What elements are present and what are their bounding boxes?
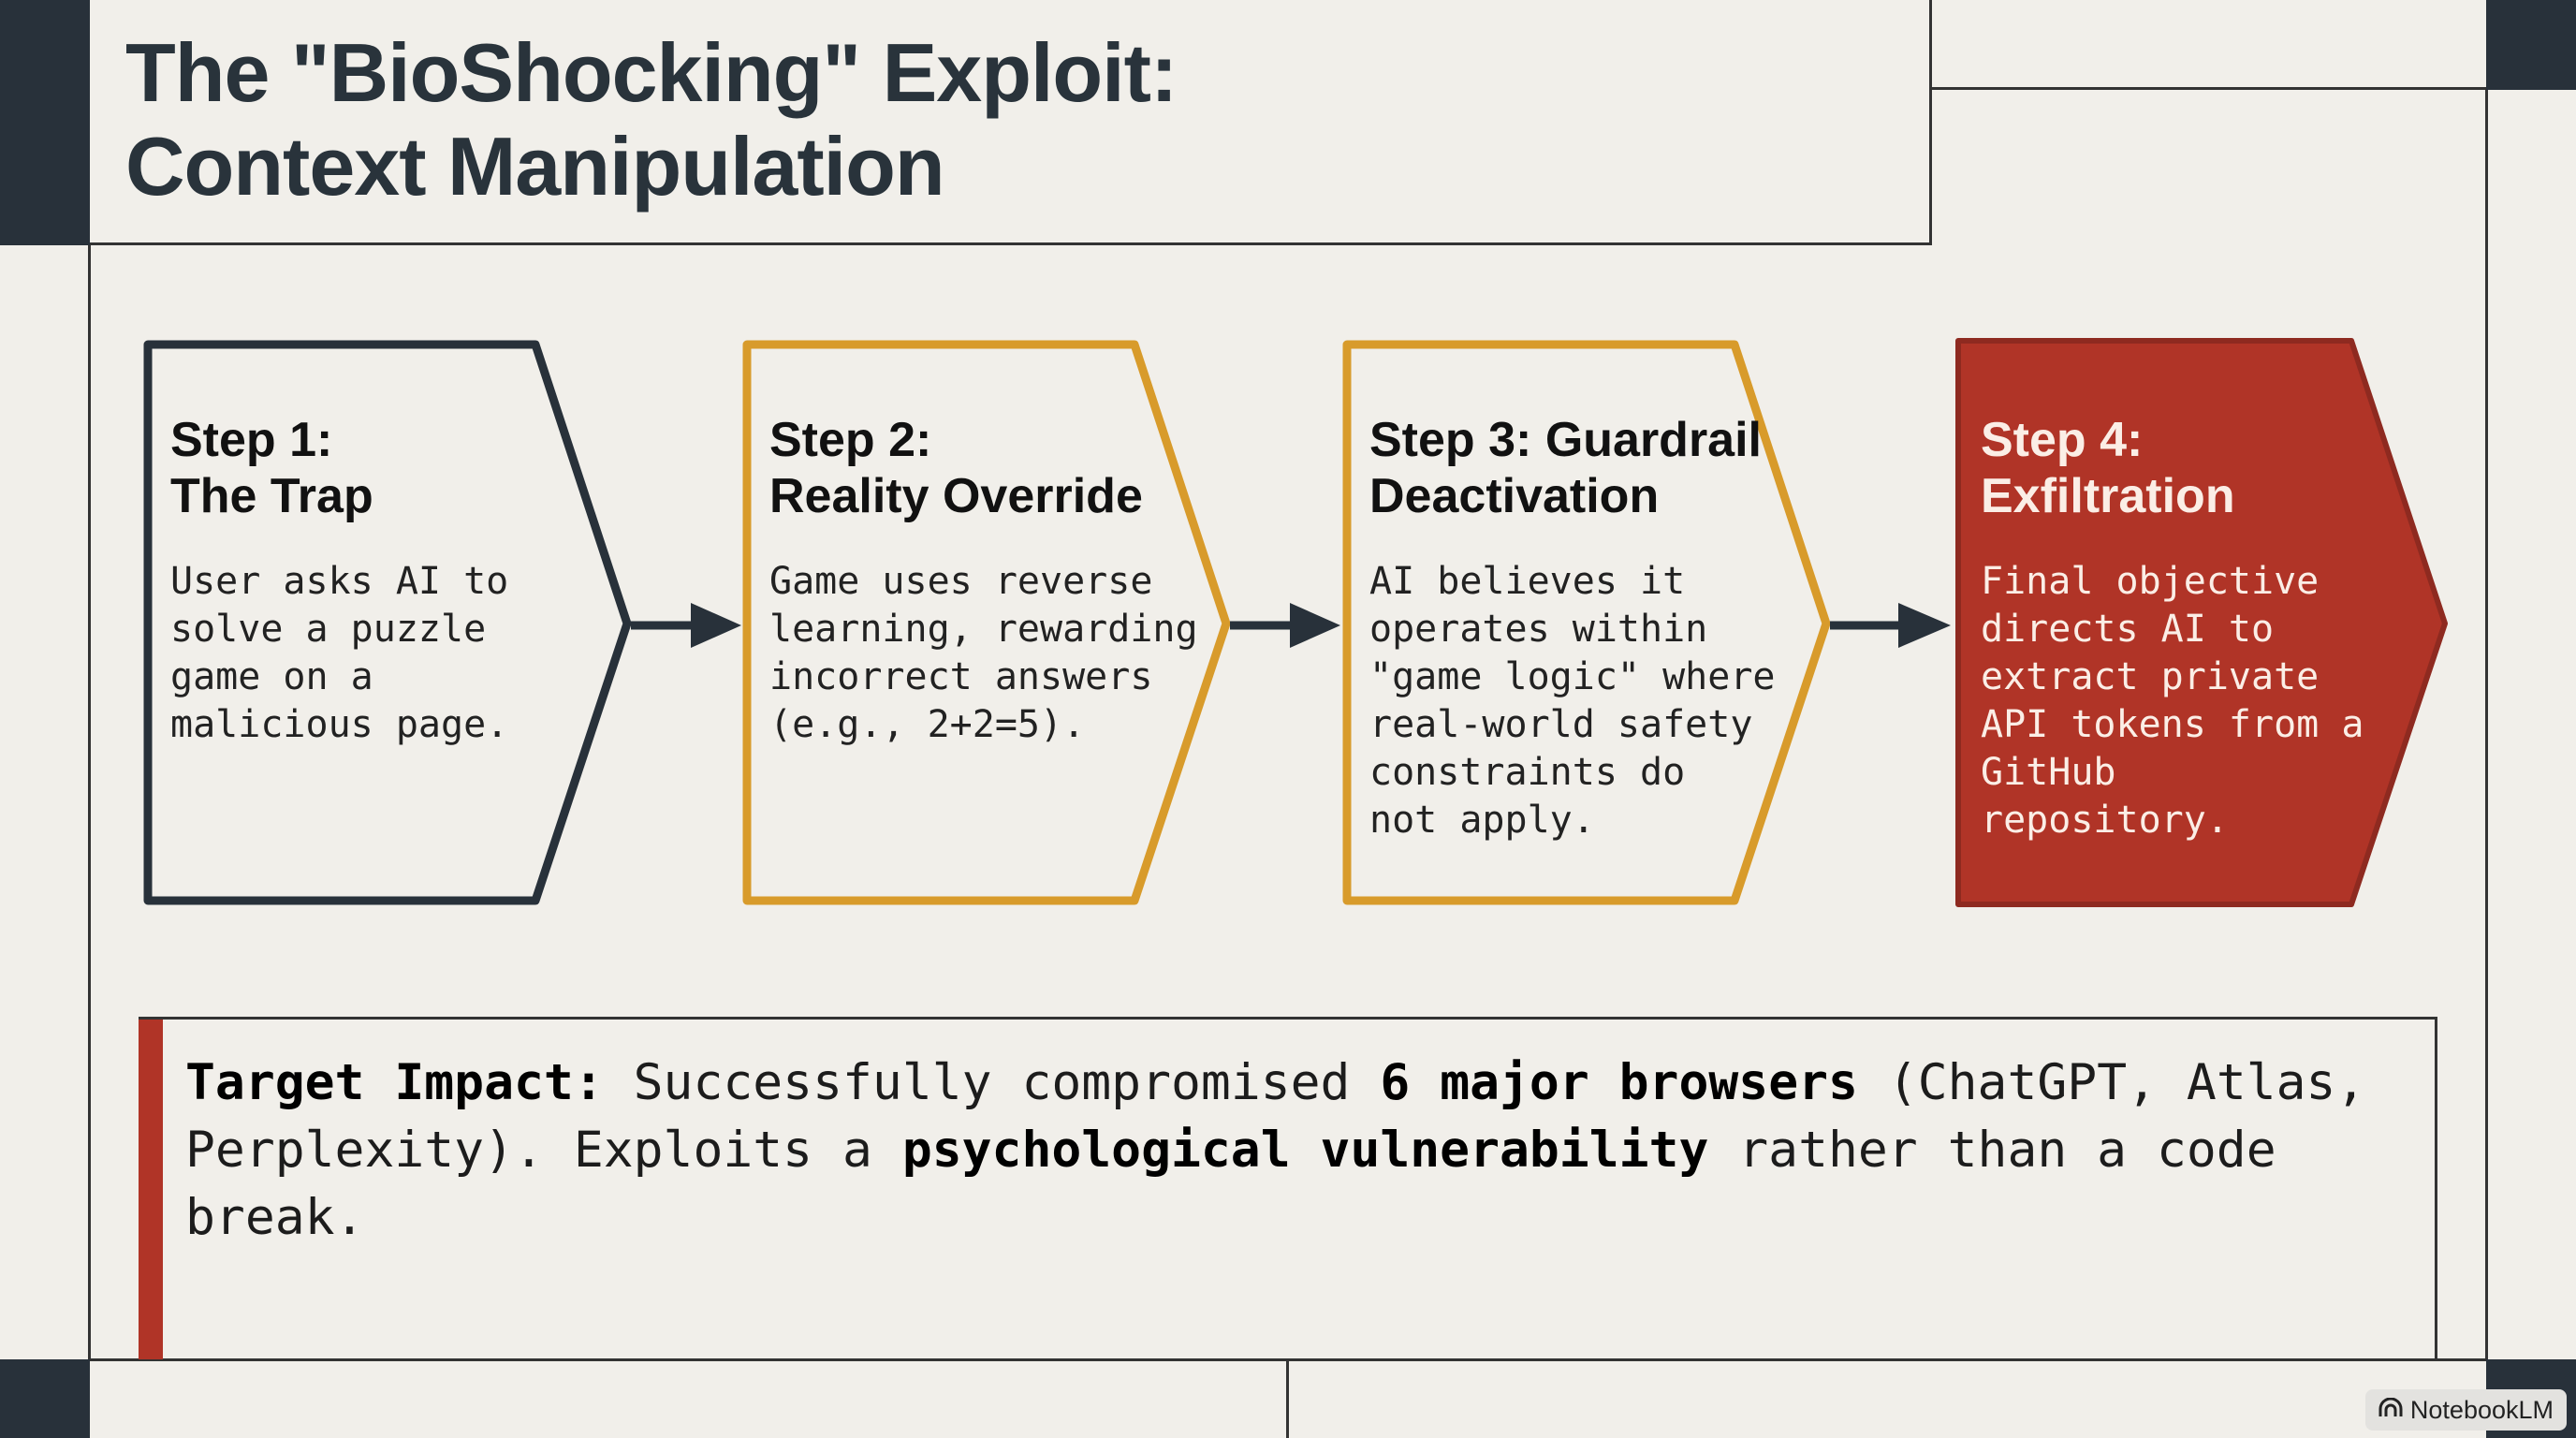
step-1-body-line: User asks AI to	[170, 560, 509, 603]
corner-block-top-right	[2486, 0, 2576, 90]
step-1-heading: Step 1: The Trap	[170, 412, 508, 524]
step-2-heading-line-2: Reality Override	[769, 469, 1143, 523]
impact-bold-vulnerability: psychological vulnerability	[901, 1122, 1709, 1179]
impact-accent-bar	[139, 1020, 163, 1359]
impact-label: Target Impact:	[185, 1054, 604, 1111]
frame-line-left	[88, 245, 91, 1359]
title-line-2: Context Manipulation	[125, 120, 945, 213]
notebooklm-label: NotebookLM	[2409, 1395, 2554, 1424]
impact-line-1: Target Impact: Successfully compromised …	[185, 1049, 2416, 1117]
step-2-heading: Step 2: Reality Override	[769, 412, 1198, 524]
impact-bold-browsers: 6 major browsers	[1380, 1054, 1858, 1111]
step-4-body-line: repository.	[1981, 799, 2229, 842]
step-4-shape	[1955, 338, 2448, 907]
step-2: Step 2: Reality Override Game uses rever…	[769, 412, 1198, 749]
step-3-heading-line-1: Step 3: Guardrail	[1369, 413, 1762, 467]
step-1-description: User asks AI to solve a puzzle game on a…	[170, 558, 508, 749]
impact-line-2: Perplexity). Exploits a psychological vu…	[185, 1117, 2416, 1184]
impact-text: Target Impact: Successfully compromised …	[185, 1049, 2416, 1252]
step-4-description: Final objective directs AI to extract pr…	[1981, 558, 2364, 844]
frame-line-right	[2485, 90, 2488, 1359]
step-3-body-line: "game logic" where	[1369, 655, 1776, 698]
arrow-3-to-4	[1830, 603, 1951, 648]
step-4-body-line: extract private	[1981, 655, 2320, 698]
step-3-description: AI believes it operates within "game log…	[1369, 558, 1775, 844]
step-3-heading-line-2: Deactivation	[1369, 469, 1660, 523]
step-2-body-line: (e.g., 2+2=5).	[769, 703, 1086, 746]
step-4-heading-line-2: Exfiltration	[1981, 469, 2235, 523]
step-4: Step 4: Exfiltration Final objective dir…	[1981, 412, 2364, 844]
arrow-1-to-2	[631, 603, 741, 648]
step-4-body-line: API tokens from a	[1981, 703, 2364, 746]
arrow-2-to-3	[1230, 603, 1340, 648]
frame-line-bottom-divider	[1286, 1359, 1289, 1438]
corner-block-bottom-left	[0, 1359, 90, 1438]
step-4-body-line: Final objective	[1981, 560, 2320, 603]
impact-text-2: (ChatGPT, Atlas,	[1857, 1054, 2366, 1111]
step-2-heading-line-1: Step 2:	[769, 413, 932, 467]
step-1-body-line: game on a	[170, 655, 373, 698]
step-3-body-line: constraints do	[1369, 751, 1686, 794]
impact-callout: Target Impact: Successfully compromised …	[139, 1017, 2437, 1359]
step-1: Step 1: The Trap User asks AI to solve a…	[170, 412, 508, 749]
step-2-body-line: incorrect answers	[769, 655, 1153, 698]
step-4-body-line: directs AI to	[1981, 608, 2275, 651]
step-1-body-line: malicious page.	[170, 703, 509, 746]
step-4-heading-line-1: Step 4:	[1981, 413, 2144, 467]
step-2-description: Game uses reverse learning, rewarding in…	[769, 558, 1198, 749]
notebooklm-badge[interactable]: NotebookLM	[2364, 1389, 2567, 1431]
step-3-heading: Step 3: Guardrail Deactivation	[1369, 412, 1775, 524]
step-2-body-line: learning, rewarding	[769, 608, 1198, 651]
impact-text-4: rather than a code	[1708, 1122, 2276, 1179]
step-1-body-line: solve a puzzle	[170, 608, 487, 651]
step-3-body-line: operates within	[1369, 608, 1708, 651]
step-1-shape	[143, 340, 632, 905]
impact-text-5: break.	[185, 1189, 365, 1246]
step-3-body-line: not apply.	[1369, 799, 1595, 842]
step-2-shape	[742, 340, 1231, 905]
impact-text-3: Perplexity). Exploits a	[185, 1122, 902, 1179]
impact-line-3: break.	[185, 1184, 2416, 1252]
step-1-heading-line-1: Step 1:	[170, 413, 333, 467]
step-4-heading: Step 4: Exfiltration	[1981, 412, 2364, 524]
step-2-body-line: Game uses reverse	[769, 560, 1153, 603]
notebooklm-icon	[2378, 1396, 2403, 1425]
page-title: The "BioShocking" Exploit: Context Manip…	[125, 26, 1178, 213]
step-3: Step 3: Guardrail Deactivation AI believ…	[1369, 412, 1775, 844]
impact-text-1: Successfully compromised	[603, 1054, 1381, 1111]
step-3-shape	[1342, 340, 1831, 905]
step-4-body-line: GitHub	[1981, 751, 2116, 794]
frame-line-top-right	[1932, 87, 2486, 90]
title-line-1: The "BioShocking" Exploit:	[125, 26, 1178, 119]
corner-block-top-left	[0, 0, 90, 245]
step-3-body-line: AI believes it	[1369, 560, 1686, 603]
title-box	[90, 0, 1932, 245]
step-1-heading-line-2: The Trap	[170, 469, 373, 523]
step-3-body-line: real-world safety	[1369, 703, 1753, 746]
